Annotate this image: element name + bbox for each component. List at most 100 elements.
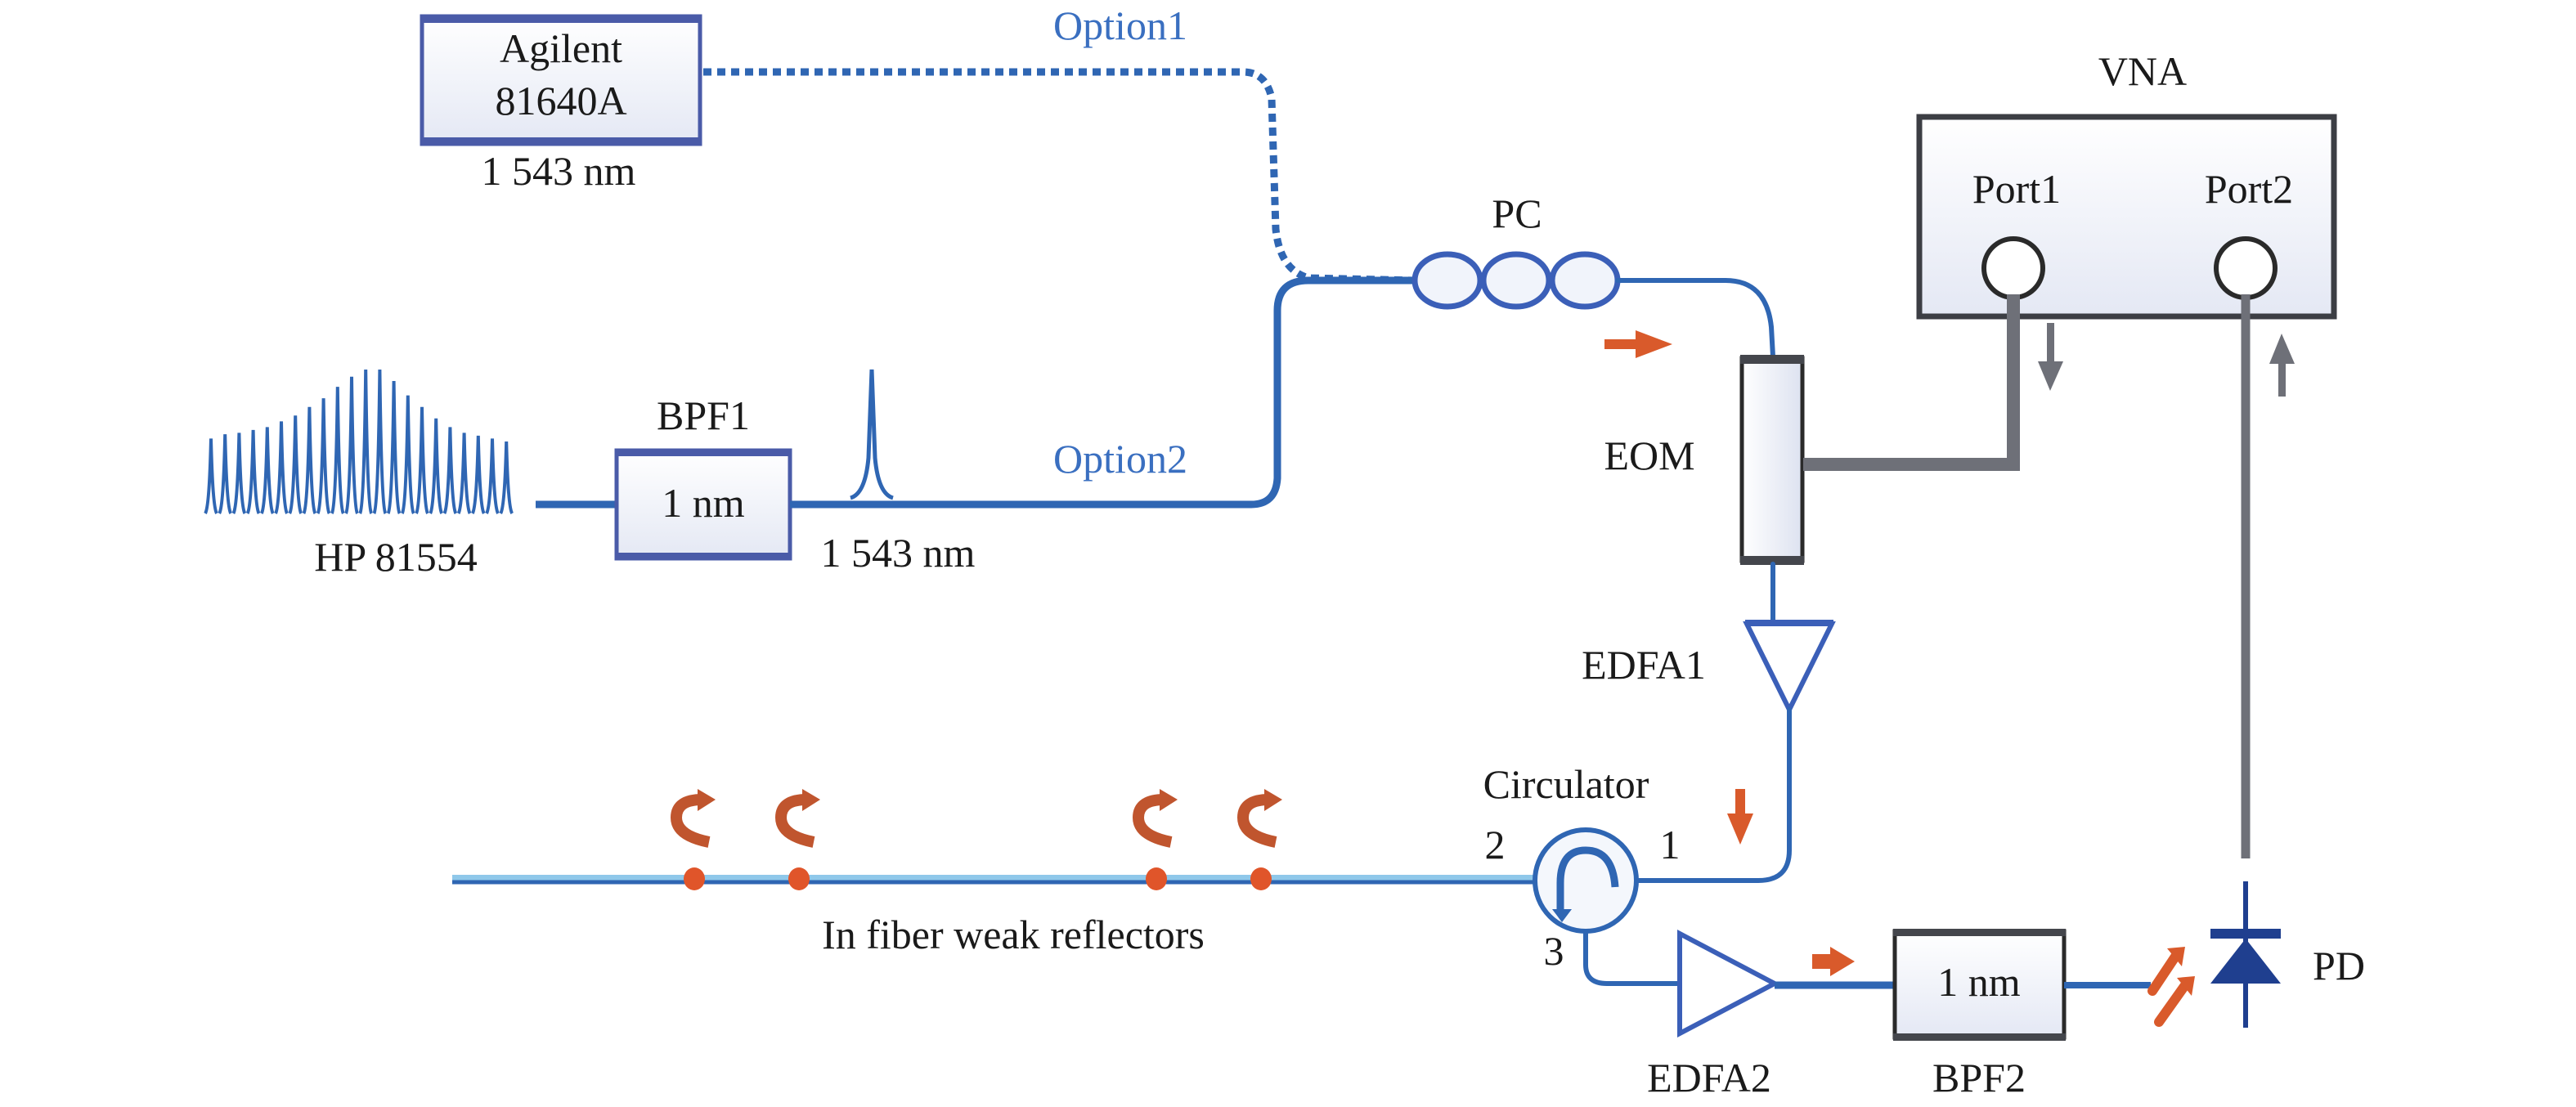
polarization-controller: PC bbox=[1411, 190, 1621, 310]
rf-arrow-down-icon bbox=[2038, 323, 2063, 391]
reflection-arrowhead bbox=[1160, 789, 1178, 811]
edfa2-label: EDFA2 bbox=[1647, 1055, 1771, 1100]
pc-loop-icon bbox=[1411, 251, 1483, 310]
bpf1-output-wavelength: 1 543 nm bbox=[821, 530, 976, 576]
rf-cable-port1-eom bbox=[1803, 294, 2020, 471]
agilent-box bbox=[420, 14, 702, 146]
bpf1-bottom-edge bbox=[617, 553, 790, 560]
circulator-label: Circulator bbox=[1483, 761, 1649, 807]
eom-label: EOM bbox=[1604, 432, 1694, 478]
reflection-arrowhead bbox=[1264, 789, 1282, 811]
comb-line bbox=[386, 381, 402, 515]
edfa1-amplifier: EDFA1 bbox=[1582, 620, 1836, 715]
reflection-arrow-icon bbox=[670, 794, 711, 848]
option2-fiber bbox=[790, 276, 1415, 509]
comb-line bbox=[415, 406, 429, 515]
pd-cathode-bar bbox=[2210, 929, 2281, 939]
pc-loop-icon bbox=[1549, 251, 1621, 310]
reflection-arrow-icon bbox=[1236, 794, 1277, 848]
comb-line bbox=[288, 415, 303, 515]
reflector-fiber bbox=[452, 875, 1533, 885]
hp-source-label: HP 81554 bbox=[314, 534, 478, 580]
comb-line bbox=[245, 429, 261, 515]
weak-reflectors bbox=[670, 789, 1282, 890]
option1-dashed-fiber bbox=[703, 68, 1416, 285]
comb-line bbox=[358, 369, 374, 515]
vna-port2-connector-icon[interactable] bbox=[2214, 236, 2278, 300]
bpf1-title: BPF1 bbox=[657, 392, 750, 438]
comb-line bbox=[302, 406, 317, 515]
comb-line bbox=[470, 435, 486, 515]
comb-line bbox=[372, 369, 388, 515]
reflector-dot bbox=[788, 867, 810, 890]
bpf1-filter: BPF1 1 nm bbox=[614, 392, 792, 561]
circulator-rotation-icon bbox=[1556, 846, 1619, 909]
light-incident-arrows-icon bbox=[2147, 947, 2195, 1027]
bpf2-filter: 1 nm BPF2 bbox=[1892, 929, 2067, 1100]
agilent-laser-source: Agilent 81640A 1 543 nm bbox=[420, 14, 702, 194]
reflector-dot bbox=[1146, 867, 1167, 890]
filtered-peak-icon bbox=[850, 369, 894, 500]
reflectors-label: In fiber weak reflectors bbox=[822, 912, 1205, 957]
edfa1-top-edge bbox=[1745, 620, 1833, 626]
signal-direction-arrow-right-icon bbox=[1604, 330, 1672, 358]
reflector-dot bbox=[1250, 867, 1272, 890]
circulator-port2-label: 2 bbox=[1485, 822, 1506, 867]
option2-label: Option2 bbox=[1053, 436, 1187, 482]
eom-top-cap bbox=[1740, 355, 1804, 364]
reflection-arrowhead bbox=[802, 789, 820, 811]
comb-line bbox=[274, 421, 289, 515]
comb-line bbox=[499, 441, 514, 515]
comb-line bbox=[456, 432, 472, 515]
circulator: Circulator 2 1 3 bbox=[1483, 761, 1681, 974]
rf-arrow-up-icon bbox=[2269, 334, 2295, 397]
vna-port1-connector-icon[interactable] bbox=[1981, 236, 2045, 300]
bpf2-top-edge bbox=[1893, 929, 2066, 936]
comb-line bbox=[259, 427, 275, 515]
bpf2-bandwidth: 1 nm bbox=[1937, 959, 2021, 1005]
comb-line bbox=[204, 438, 218, 515]
agilent-model: 81640A bbox=[495, 78, 626, 123]
bpf1-bandwidth: 1 nm bbox=[662, 480, 745, 526]
signal-direction-arrow-right-icon bbox=[1812, 947, 1855, 976]
option1-label: Option1 bbox=[1053, 2, 1187, 48]
fiber-edfa1-circulator bbox=[1636, 707, 1792, 883]
comb-line bbox=[218, 434, 233, 515]
edfa1-label: EDFA1 bbox=[1582, 642, 1706, 688]
vna-instrument: VNA Port1 Port2 bbox=[1916, 48, 2337, 320]
vna-port2-label: Port2 bbox=[2205, 166, 2293, 212]
bpf1-top-edge bbox=[617, 449, 790, 456]
pc-label: PC bbox=[1492, 190, 1542, 236]
vna-port1-label: Port1 bbox=[1972, 166, 2061, 212]
eom-modulator: EOM bbox=[1604, 355, 1805, 565]
vna-box bbox=[1916, 114, 2337, 320]
comb-line bbox=[316, 398, 331, 515]
bpf2-bottom-edge bbox=[1893, 1033, 2066, 1041]
fiber-circulator-edfa2 bbox=[1583, 929, 1682, 986]
circulator-port3-label: 3 bbox=[1544, 928, 1564, 974]
edfa2-triangle-icon bbox=[1677, 930, 1780, 1038]
hp-comb-spectrum-icon bbox=[204, 369, 514, 515]
agilent-label: Agilent bbox=[500, 25, 622, 71]
edfa2-amplifier: EDFA2 bbox=[1647, 930, 1780, 1100]
vna-title: VNA bbox=[2098, 48, 2187, 94]
edfa1-triangle-icon bbox=[1743, 621, 1836, 715]
eom-bottom-cap bbox=[1740, 556, 1804, 565]
fiber-pc-eom bbox=[1615, 278, 1775, 359]
eom-box bbox=[1739, 356, 1805, 563]
comb-line bbox=[344, 376, 359, 515]
comb-line bbox=[330, 387, 345, 515]
agilent-wavelength: 1 543 nm bbox=[482, 148, 636, 194]
pd-diode-triangle-icon bbox=[2210, 939, 2281, 984]
comb-line bbox=[400, 395, 415, 515]
bpf1-box bbox=[614, 448, 792, 561]
photodiode: PD bbox=[2210, 881, 2365, 1028]
circulator-body bbox=[1533, 827, 1639, 934]
agilent-box-bottom-edge bbox=[422, 137, 700, 146]
comb-line bbox=[231, 432, 247, 515]
reflector-dot bbox=[684, 867, 705, 890]
comb-line bbox=[429, 418, 444, 515]
reflection-arrow-icon bbox=[774, 794, 815, 848]
pc-loop-icon bbox=[1480, 251, 1552, 310]
